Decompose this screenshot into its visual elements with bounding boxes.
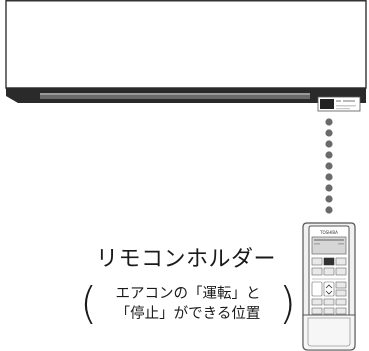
note-close-paren: ) — [278, 278, 296, 329]
holder-note: ( エアコンの「運転」と 「停止」ができる位置 ) — [78, 278, 298, 334]
note-line-1: エアコンの「運転」と — [115, 286, 261, 302]
holder-title: リモコンホルダー — [95, 247, 276, 272]
remote-logo: TOSHIBA — [319, 230, 338, 235]
note-line-2: 「停止」ができる位置 — [115, 306, 261, 322]
air-conditioner-unit — [5, 0, 367, 112]
remote-control: TOSHIBA — [302, 222, 356, 351]
signal-dots — [325, 118, 333, 214]
note-open-paren: ( — [80, 278, 98, 329]
